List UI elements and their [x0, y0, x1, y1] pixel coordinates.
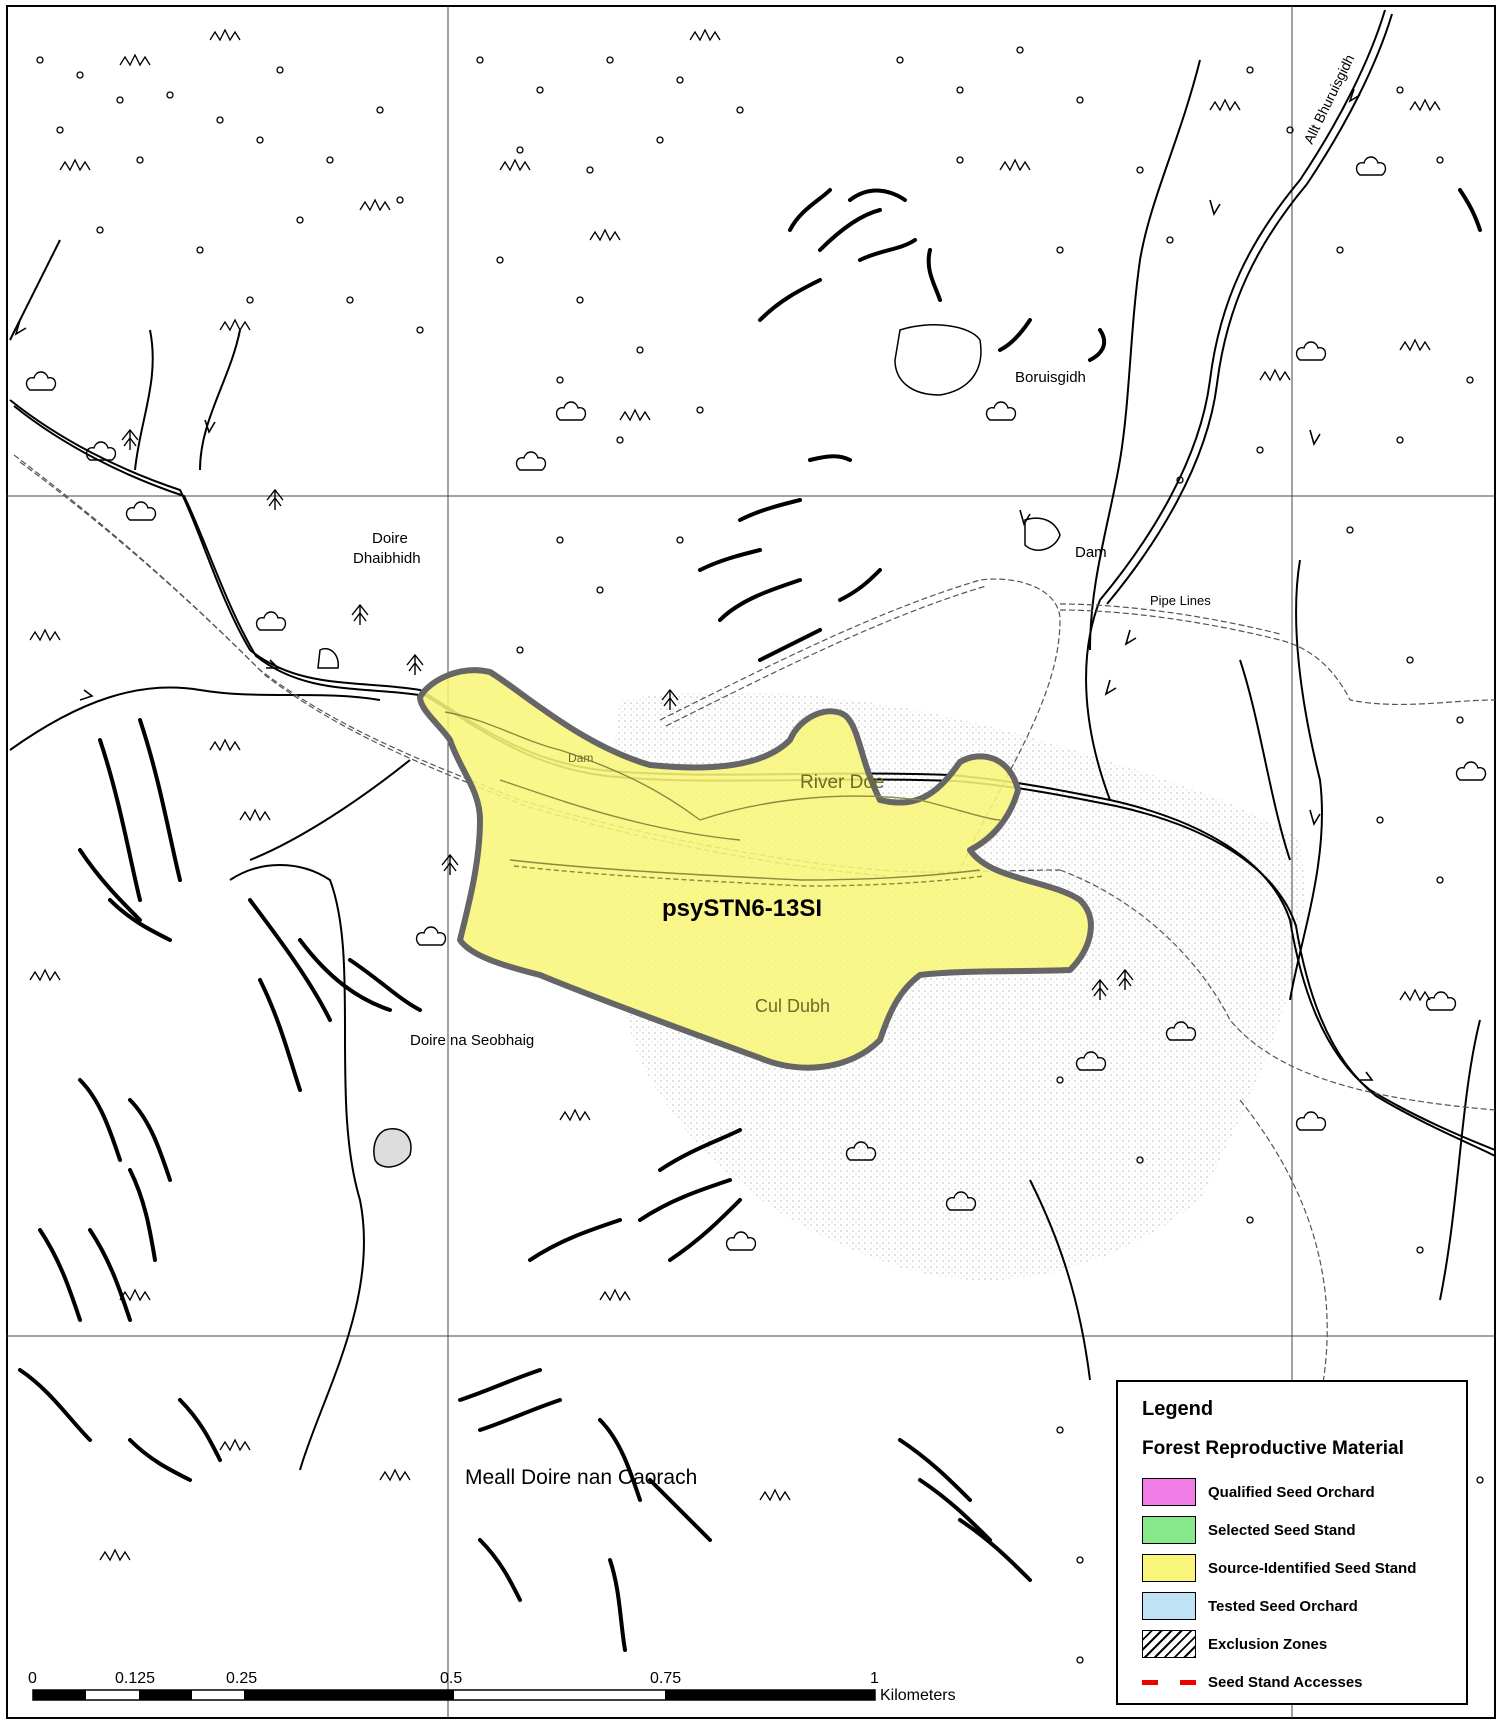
legend-label: Qualified Seed Orchard [1208, 1483, 1375, 1501]
label-doire-dhaibhidh-1: Doire [372, 530, 408, 547]
legend-item-tested-seed-orchard: Tested Seed Orchard [1142, 1587, 1466, 1625]
label-dam-stand: Dam [568, 751, 593, 765]
label-dam-top: Dam [1075, 544, 1107, 561]
flow-arrows [14, 88, 1374, 1081]
terrain-symbols [36, 46, 1484, 1664]
legend-label: Source-Identified Seed Stand [1208, 1559, 1417, 1577]
legend-label: Seed Stand Accesses [1208, 1673, 1363, 1691]
legend-subtitle: Forest Reproductive Material [1142, 1438, 1404, 1459]
legend-item-qualified-seed-orchard: Qualified Seed Orchard [1142, 1473, 1466, 1511]
label-boruisgidh: Boruisgidh [1015, 369, 1086, 386]
legend-swatch-tested [1142, 1592, 1196, 1620]
label-pipe-lines: Pipe Lines [1150, 593, 1211, 608]
legend-swatch-selected [1142, 1516, 1196, 1544]
scale-tick-0: 0 [28, 1670, 37, 1687]
legend-label: Tested Seed Orchard [1208, 1597, 1358, 1615]
rivers [9, 9, 1496, 1471]
scale-tick-05: 0.5 [440, 1670, 462, 1687]
legend-label: Selected Seed Stand [1208, 1521, 1356, 1539]
water-bodies [317, 324, 1061, 1168]
label-cul-dubh: Cul Dubh [755, 996, 830, 1016]
rock-outcrops [18, 188, 1482, 1652]
legend-title: Legend [1142, 1398, 1214, 1420]
scale-tick-1: 1 [870, 1670, 879, 1687]
legend-item-source-identified: Source-Identified Seed Stand [1142, 1549, 1466, 1587]
conifer-symbols [121, 428, 1134, 1000]
scale-tick-025: 0.25 [226, 1670, 257, 1687]
legend-item-seed-stand-accesses: Seed Stand Accesses [1142, 1663, 1466, 1701]
stand-internal-lines [444, 711, 1001, 887]
label-doire-na-seobhaig: Doire na Seobhaig [410, 1032, 534, 1049]
scale-tick-075: 0.75 [650, 1670, 681, 1687]
tree-symbols [25, 156, 1487, 1251]
legend-swatch-exclusion [1142, 1630, 1196, 1658]
label-meall: Meall Doire nan Caorach [465, 1466, 697, 1489]
label-river-doe: River Doe [800, 772, 884, 793]
scale-unit: Kilometers [880, 1687, 956, 1704]
label-doire-dhaibhidh-2: Dhaibhidh [353, 550, 421, 567]
scale-tick-0125: 0.125 [115, 1670, 155, 1687]
legend-label: Exclusion Zones [1208, 1635, 1328, 1653]
seed-stand-polygon[interactable] [417, 667, 1094, 1071]
scale-bar: 0 0.125 0.25 0.5 0.75 1 Kilometers [28, 1670, 956, 1704]
legend-item-selected-seed-stand: Selected Seed Stand [1142, 1511, 1466, 1549]
seed-stand-label: psySTN6-13SI [662, 895, 822, 922]
legend-swatch-source-identified [1142, 1554, 1196, 1582]
legend-swatch-qualified [1142, 1478, 1196, 1506]
legend-swatch-accesses [1142, 1668, 1196, 1696]
legend-panel: Legend Forest Reproductive Material Qual… [1116, 1380, 1468, 1705]
legend-item-exclusion-zones: Exclusion Zones [1142, 1625, 1466, 1663]
grass-tufts [29, 28, 1441, 1562]
